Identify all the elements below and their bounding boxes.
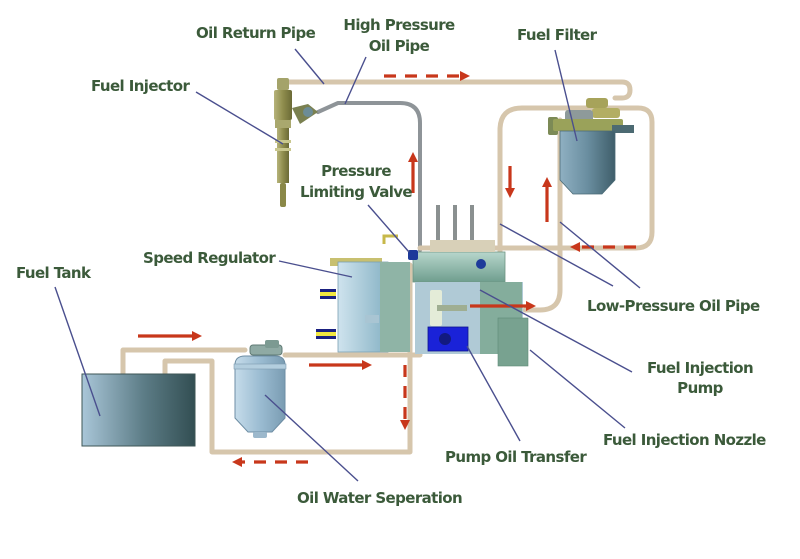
flow-arrow-separator-supply: [309, 360, 372, 370]
label-oil-water-separation: Oil Water Seperation: [297, 489, 462, 507]
leader-pump-oil-transfer: [466, 345, 521, 442]
governor-connectors: [316, 289, 336, 339]
leader-speed-regulator: [278, 260, 353, 278]
oil-water-separator: [233, 340, 287, 438]
flow-arrow-filter-down: [505, 166, 515, 198]
tank-supply-pipe: [120, 347, 248, 378]
pressure-limiting-valve: [408, 250, 418, 260]
label-high-pressure-oil-pipe-line2: Oil Pipe: [369, 37, 430, 55]
label-fuel-injector: Fuel Injector: [91, 77, 190, 95]
flow-arrow-filter-up: [542, 177, 552, 222]
fuel-injection-pump: [316, 205, 529, 367]
flow-arrow-tank-supply: [138, 331, 202, 341]
flow-arrow-pump-outlet: [470, 301, 536, 311]
label-speed-regulator: Speed Regulator: [143, 249, 276, 267]
leader-high-pressure-pipe: [344, 56, 367, 105]
leader-fuel-injection-nozzle: [529, 349, 626, 429]
leader-fuel-filter: [554, 49, 578, 142]
label-pressure-limiting-valve-line1: Pressure: [321, 162, 391, 180]
label-pressure-limiting-valve-line2: Limiting Valve: [300, 183, 412, 201]
label-fuel-injection-nozzle: Fuel Injection Nozzle: [603, 431, 766, 449]
label-high-pressure-oil-pipe-line1: High Pressure: [343, 16, 455, 34]
tank-return-pipe: [162, 262, 413, 455]
label-oil-return-pipe: Oil Return Pipe: [196, 24, 316, 42]
label-low-pressure-oil-pipe: Low-Pressure Oil Pipe: [587, 297, 760, 315]
high-pressure-oil-pipe: [316, 101, 422, 252]
leader-fuel-injector: [195, 91, 284, 145]
low-pressure-pipe-inner: [522, 117, 563, 313]
oil-return-pipe: [282, 79, 633, 101]
leader-oil-water-separation: [264, 394, 359, 482]
label-pump-oil-transfer: Pump Oil Transfer: [445, 448, 587, 466]
flow-arrow-high-pressure-up: [408, 152, 418, 193]
flow-arrow-return-top: [384, 71, 470, 81]
leader-low-pressure-pipe-a: [499, 223, 614, 287]
label-fuel-injection-pump-line1: Fuel Injection: [647, 359, 753, 377]
fuel-filter: [548, 98, 634, 195]
flow-arrow-return-down: [400, 365, 410, 430]
fuel-injection-nozzle: [497, 317, 529, 367]
label-fuel-filter: Fuel Filter: [517, 26, 598, 44]
label-fuel-injection-pump-line2: Pump: [677, 379, 724, 397]
leader-pressure-limiting-valve: [367, 204, 410, 253]
fuel-tank: [81, 373, 196, 447]
label-fuel-tank: Fuel Tank: [16, 264, 92, 282]
leader-fuel-injection-pump: [479, 289, 633, 373]
low-pressure-loop-outer: [417, 105, 655, 258]
leader-oil-return-pipe: [294, 48, 325, 85]
leader-low-pressure-pipe-b: [559, 221, 641, 289]
flow-arrow-return-tank: [232, 457, 308, 467]
leader-fuel-tank: [54, 286, 101, 417]
